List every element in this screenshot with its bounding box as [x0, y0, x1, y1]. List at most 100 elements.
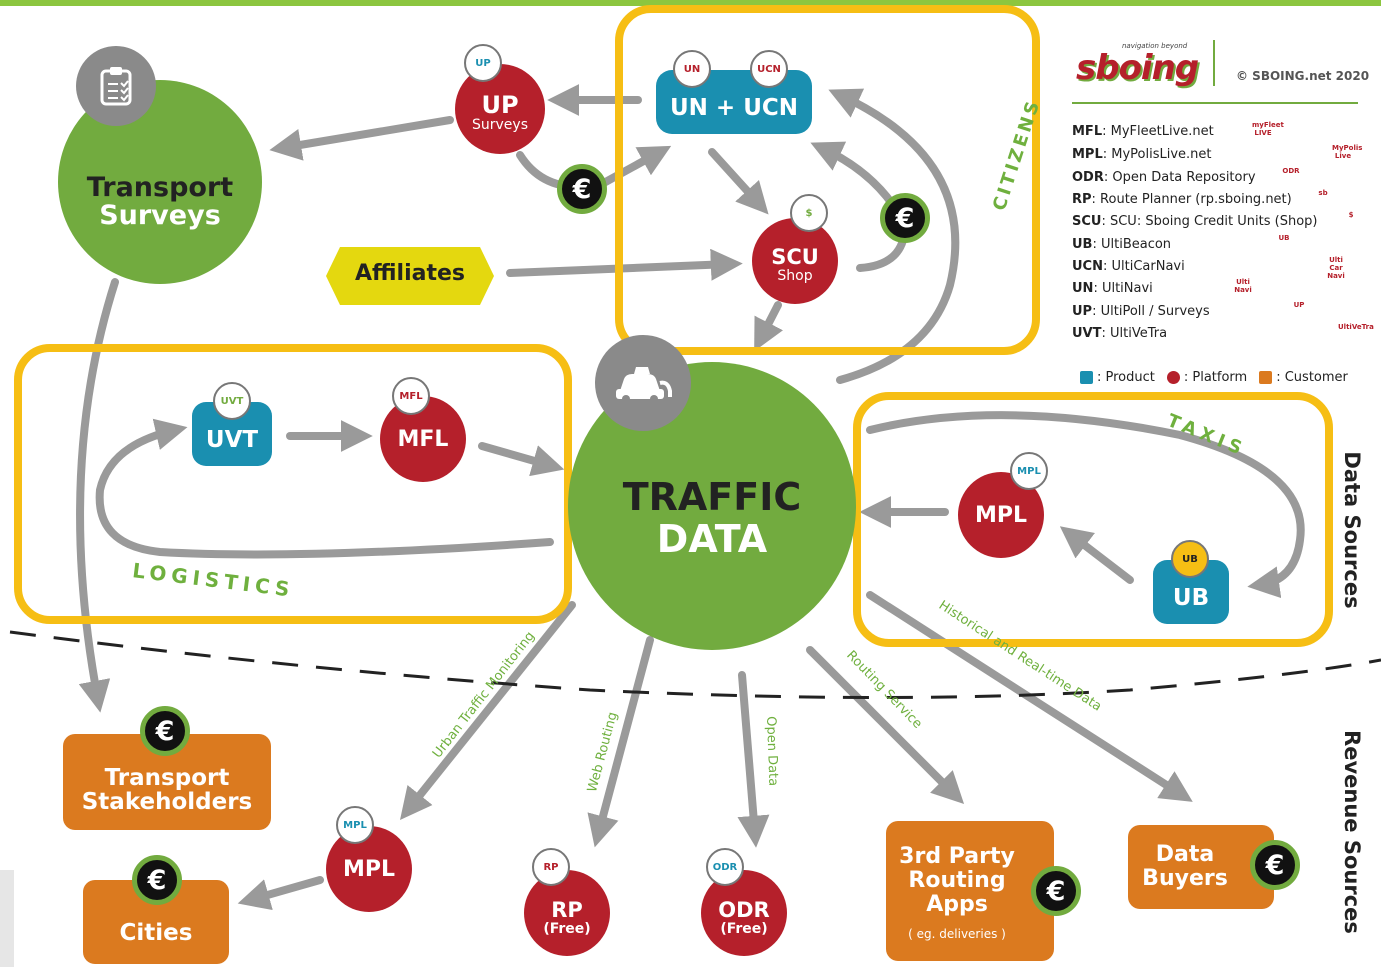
legend-desc: : UltiPoll / Surveys — [1092, 304, 1210, 319]
key-platform: : Platform — [1166, 370, 1247, 385]
ulticarnavi-icon: Ulti Car Navi — [1327, 256, 1345, 280]
ultibeacon-icon: UB — [1171, 540, 1209, 578]
ulticarnavi-icon: UCN — [750, 50, 788, 88]
legend-abbr: UP — [1072, 304, 1093, 319]
euro-stakeholders-icon: € — [140, 706, 190, 756]
scu-title: SCU — [771, 245, 819, 269]
arrow-traffic-to-mpl — [400, 601, 576, 820]
legend-row-rp: RP: Route Planner (rp.sboing.net) — [1072, 192, 1292, 207]
arrow-traffic-to-rp — [587, 636, 654, 848]
shop-cart-icon: $ — [790, 194, 828, 232]
data-buyers-line2: Buyers — [1142, 866, 1228, 891]
route-planner-icon: sb — [1318, 189, 1328, 197]
ultipoll-icon: UP — [464, 44, 502, 82]
legend-abbr: ODR — [1072, 170, 1104, 185]
arrow-surveys-to-stakeholders — [76, 278, 119, 713]
affiliates-label: Affiliates — [354, 261, 466, 286]
legend-desc: : MyPolisLive.net — [1102, 147, 1212, 162]
arrow-ub-to-mpl — [1059, 526, 1134, 584]
left-edge-panel — [0, 870, 14, 967]
legend-row-uvt: UVT: UltiVeTra — [1072, 326, 1167, 341]
rp-sub: (Free) — [543, 921, 591, 937]
citizens-frame — [615, 5, 1040, 355]
traffic-data-node: TRAFFIC DATA — [568, 362, 856, 650]
arrow-up-to-surveys — [269, 116, 454, 161]
legend-desc: : UltiNavi — [1093, 281, 1153, 296]
third-party-node: 3rd Party Routing Apps ( eg. deliveries … — [886, 821, 1054, 961]
euro-up-icon: € — [557, 164, 607, 214]
arrow-logistics-loop — [95, 418, 554, 559]
legend-row-un: UN: UltiNavi — [1072, 281, 1153, 296]
taxis-frame — [853, 392, 1333, 647]
transport-stakeholders-line2: Stakeholders — [81, 789, 253, 815]
logistics-frame — [14, 344, 572, 624]
legend-desc: : UltiBeacon — [1092, 237, 1172, 252]
arrow-traffic-to-uncn — [828, 88, 960, 384]
mpl-taxi-title: MPL — [974, 502, 1028, 528]
legend-desc: : UltiVeTra — [1101, 326, 1168, 341]
data-buyers-node: Data Buyers — [1128, 825, 1274, 909]
cities-title: Cities — [119, 920, 193, 946]
scu-node: SCU Shop — [752, 218, 838, 304]
ub-title: UB — [1172, 585, 1210, 611]
traffic-data-line2: DATA — [656, 517, 768, 561]
mypolis-live-icon: MPL — [1010, 452, 1048, 490]
top-accent-bar — [0, 0, 1381, 6]
up-node: UP Surveys — [455, 64, 545, 154]
euro-cities-icon: € — [132, 855, 182, 905]
legend-desc: : Route Planner (rp.sboing.net) — [1091, 192, 1292, 207]
legend-row-ucn: UCN: UltiCarNavi — [1072, 259, 1185, 274]
transport-surveys-line2: Surveys — [99, 200, 221, 231]
euro-thirdparty-icon: € — [1031, 866, 1081, 916]
ultipoll-icon: UP — [1293, 301, 1305, 309]
legend-row-up: UP: UltiPoll / Surveys — [1072, 304, 1210, 319]
affiliates-shape — [326, 247, 494, 305]
un-ucn-title: UN + UCN — [669, 95, 799, 121]
third-party-line1: 3rd Party — [899, 844, 1015, 869]
mypolis-live-icon: MyPolis Live — [1332, 144, 1363, 160]
arrow-scu-to-traffic — [754, 301, 784, 352]
legend-abbr: UN — [1072, 281, 1094, 296]
traffic-data-line1: TRAFFIC — [622, 475, 802, 519]
ultinavi-icon: UN — [673, 50, 711, 88]
arrow-traffic-to-odr — [737, 671, 770, 848]
sboing-wordmark: sboing — [1076, 48, 1199, 88]
arrow-mfl-to-traffic — [478, 442, 565, 477]
copyright-text: © SBOING.net 2020 — [1236, 69, 1370, 83]
arrow-traffic-to-thirdparty — [806, 646, 965, 805]
revenue-sources-label: Revenue Sources — [1340, 730, 1364, 934]
legend-row-scu: SCU: SCU: Sboing Credit Units (Shop) — [1072, 214, 1317, 229]
euro-databuyers-icon: € — [1250, 840, 1300, 890]
third-party-note: ( eg. deliveries ) — [908, 927, 1006, 941]
route-planner-icon: RP — [532, 848, 570, 886]
data-buyers-line1: Data — [1155, 842, 1215, 867]
taxi-car-icon — [595, 335, 691, 431]
odr-node: ODR (Free) — [701, 870, 787, 956]
legend-desc: : MyFleetLive.net — [1102, 124, 1214, 139]
transport-stakeholders-line1: Transport — [104, 765, 230, 791]
legend-row-mpl: MPL: MyPolisLive.net — [1072, 147, 1212, 162]
odr-cloud-icon: ODR — [1282, 167, 1300, 175]
legend-desc: : UltiCarNavi — [1102, 259, 1185, 274]
myfleet-live-icon: MFL — [392, 377, 430, 415]
arrow-mpl-to-cities — [237, 876, 324, 911]
product-swatch — [1080, 371, 1093, 384]
sboing-logo: navigation beyond sboing — [1072, 38, 1199, 88]
ultivetra-icon: UVT — [213, 382, 251, 420]
legend-abbr: RP — [1072, 192, 1092, 207]
mpl-bottom-node: MPL — [326, 826, 412, 912]
open-data-label: Open Data — [763, 716, 781, 787]
ultinavi-icon: Ulti Navi — [1234, 278, 1252, 294]
legend-abbr: UCN — [1072, 259, 1103, 274]
arrow-taxi-loop — [866, 411, 1305, 599]
customer-swatch — [1259, 371, 1273, 384]
legend-row-ub: UB: UltiBeacon — [1072, 237, 1171, 252]
ultibeacon-icon: UB — [1278, 234, 1290, 242]
odr-sub: (Free) — [720, 921, 768, 937]
mfl-title: MFL — [397, 426, 449, 452]
legend-row-mfl: MFL: MyFleetLive.net — [1072, 124, 1214, 139]
legend-abbr: MFL — [1072, 124, 1103, 139]
legend-row-odr: ODR: Open Data Repository — [1072, 170, 1256, 185]
third-party-line3: Apps — [926, 892, 988, 917]
